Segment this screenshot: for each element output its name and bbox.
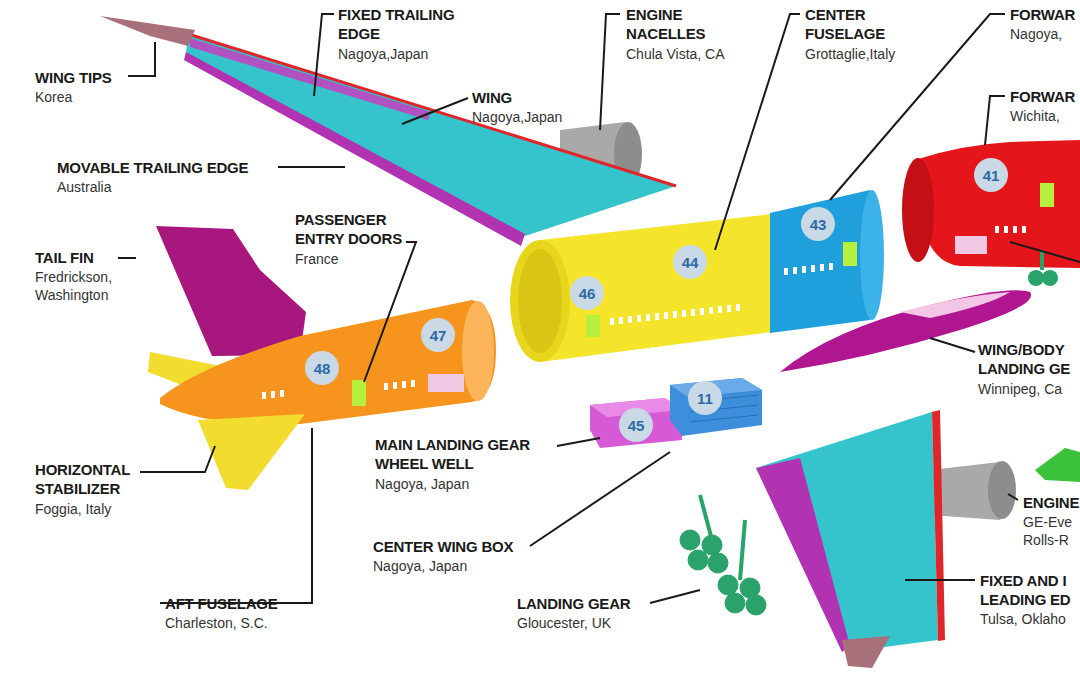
callout-text: 48 [314, 360, 331, 377]
callout-text: 45 [628, 417, 645, 434]
callout-text: 41 [983, 167, 1000, 184]
callout-text: 46 [579, 285, 596, 302]
supplier-location: France [295, 250, 339, 268]
part-name: MAIN LANDING GEAR WHEEL WELL [375, 435, 560, 473]
leader-lines [118, 14, 1080, 603]
supplier-location: Nagoya,Japan [338, 45, 428, 63]
tail-fin [156, 226, 306, 356]
supplier-location: Grottaglie,Italy [805, 45, 895, 63]
part-name: AFT FUSELAGE [165, 594, 278, 613]
callout-text: 43 [810, 216, 827, 233]
part-name: LANDING GEAR [517, 594, 630, 613]
part-name: CENTER WING BOX [373, 537, 513, 556]
part-name: PASSENGER ENTRY DOORS [295, 210, 407, 248]
part-name: HORIZONTAL STABILIZER [35, 460, 153, 498]
horizontal-stabilizer [198, 414, 305, 490]
lower-wing [756, 410, 945, 668]
part-name: FIXED TRAILING EDGE [338, 5, 456, 43]
supplier-location: Korea [35, 88, 72, 106]
callout-number: 43 [801, 207, 835, 241]
supplier-location: Fredrickson, Washington [35, 268, 135, 304]
callout-number: 11 [688, 381, 722, 415]
supplier-location: Rolls-R [1023, 531, 1069, 549]
forward-fuselage [902, 140, 1080, 268]
landing-gear [680, 495, 766, 615]
center-fuselage [510, 214, 772, 362]
callout-text: 11 [697, 390, 713, 407]
wheel-well-and-wing-box [590, 378, 762, 448]
supplier-location: GE-Eve [1023, 513, 1072, 531]
supplier-location: Nagoya, Japan [375, 475, 469, 493]
part-name: CENTER FUSELAGE [805, 5, 905, 43]
supplier-location: Nagoya, Japan [373, 557, 467, 575]
part-name: WING [472, 88, 512, 107]
supplier-location: Nagoya,Japan [472, 108, 562, 126]
center-fuselage-section [770, 190, 884, 333]
wing-body-fairing [780, 290, 1031, 372]
upper-wing [100, 16, 676, 246]
part-name: ENGINE NACELLES [626, 5, 726, 43]
part-name: WING TIPS [35, 68, 112, 87]
part-name: FORWAR [1010, 5, 1075, 24]
part-name: MOVABLE TRAILING EDGE [57, 158, 248, 177]
callout-number: 44 [673, 245, 707, 279]
supplier-location: Chula Vista, CA [626, 45, 725, 63]
supplier-location: Australia [57, 178, 111, 196]
part-name: TAIL FIN [35, 248, 94, 267]
supplier-location: Charleston, S.C. [165, 614, 268, 632]
part-name: ENGINE [1023, 493, 1079, 512]
callout-number: 47 [421, 318, 455, 352]
supplier-location: Winnipeg, Ca [978, 380, 1062, 398]
supplier-location: Wichita, [1010, 107, 1060, 125]
part-name: FIXED AND I [980, 571, 1066, 590]
callout-number: 41 [974, 158, 1008, 192]
part-name: FORWAR [1010, 87, 1075, 106]
engine [930, 448, 1080, 520]
aft-fuselage [160, 300, 496, 425]
callout-number: 48 [305, 351, 339, 385]
supplier-location: Gloucester, UK [517, 614, 611, 632]
callout-text: 47 [430, 327, 447, 344]
callout-number: 46 [570, 276, 604, 310]
part-name: LEADING ED [980, 590, 1071, 609]
callout-number: 45 [619, 408, 653, 442]
supplier-location: Tulsa, Oklaho [980, 610, 1066, 628]
supplier-location: Foggia, Italy [35, 500, 111, 518]
callout-text: 44 [682, 254, 699, 271]
supplier-location: Nagoya, [1010, 25, 1062, 43]
part-name: WING/BODY LANDING GE [978, 340, 1078, 378]
